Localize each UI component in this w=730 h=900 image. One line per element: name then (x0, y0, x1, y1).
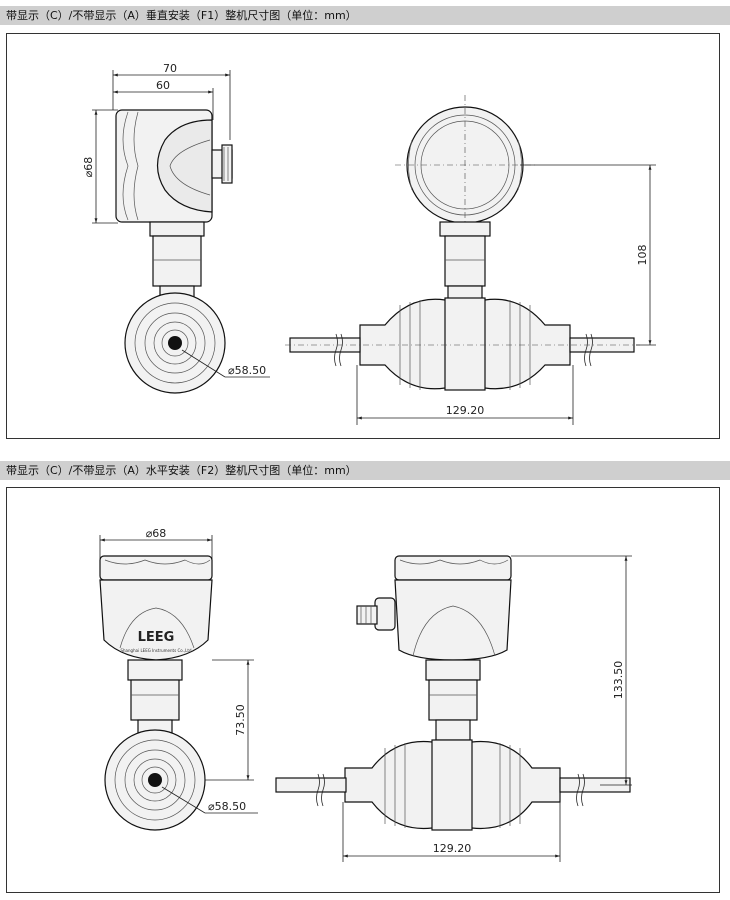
dim-12920-s1: 129.20 (446, 404, 485, 417)
dim-12920-s2: 129.20 (433, 842, 472, 855)
dim-dia68-s2: ⌀68 (146, 527, 167, 540)
drawing-frame-horizontal (6, 487, 720, 893)
s1-front-view: 108 129.20 (285, 95, 656, 425)
s1-side-view: 70 60 ⌀68 ⌀58.50 (82, 62, 270, 394)
s2-front-view: ⌀68 LEEG Shanghai LEEG Instruments Co.,L… (99, 527, 258, 831)
dim-60: 60 (156, 79, 170, 92)
section2-title: 带显示（C）/不带显示（A）水平安装（F2）整机尺寸图（单位：mm） (0, 461, 730, 480)
section1-title: 带显示（C）/不带显示（A）垂直安装（F1）整机尺寸图（单位：mm） (0, 6, 730, 25)
logo-text: LEEG (138, 630, 175, 645)
dim-dia5850-s2: ⌀58.50 (208, 800, 246, 813)
dim-7350: 73.50 (234, 704, 247, 736)
drawing-frame-vertical (6, 33, 720, 439)
dim-dia68: ⌀68 (82, 157, 95, 178)
dim-108: 108 (636, 245, 649, 266)
dim-13350: 133.50 (612, 661, 625, 700)
logo-subtext: Shanghai LEEG Instruments Co.,Ltd (120, 648, 191, 653)
dim-dia5850-s1: ⌀58.50 (228, 364, 266, 377)
s2-side-view: 133.50 129.20 (275, 555, 632, 862)
dim-70: 70 (163, 62, 177, 75)
